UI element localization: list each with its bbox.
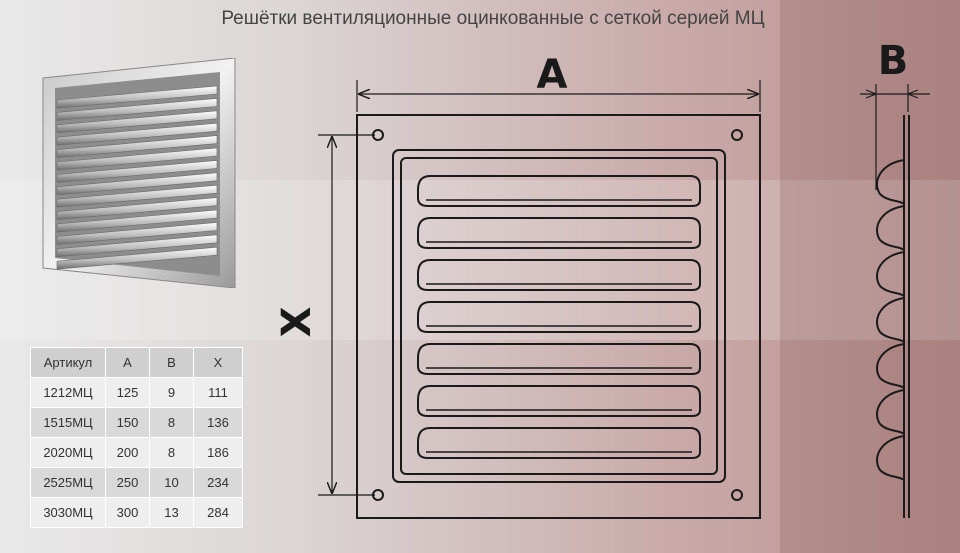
col-header-article: Артикул (30, 347, 106, 378)
table-row: 2020МЦ 200 8 186 (30, 437, 243, 468)
dimension-x-label: X (274, 306, 320, 337)
cell-x: 284 (193, 497, 243, 528)
cell-a: 300 (105, 497, 150, 528)
photo-slat (56, 160, 218, 183)
cell-a: 250 (105, 467, 150, 498)
mounting-hole (731, 489, 743, 501)
louver-slat (417, 385, 701, 417)
cell-article: 1515МЦ (30, 407, 106, 438)
photo-slat (56, 110, 218, 134)
cell-a: 200 (105, 437, 150, 468)
cell-x: 136 (193, 407, 243, 438)
side-view-profile (876, 115, 905, 518)
cell-x: 186 (193, 437, 243, 468)
cell-article: 2525МЦ (30, 467, 106, 498)
louver-slat (417, 259, 701, 291)
photo-slat (56, 184, 218, 208)
col-header-x: X (193, 347, 243, 378)
photo-slat (56, 98, 218, 121)
photo-slat (56, 135, 218, 158)
photo-slat (56, 147, 218, 171)
louver-slat (417, 175, 701, 207)
spec-table: Артикул A B X 1212МЦ 125 9 111 1515МЦ 15… (30, 347, 243, 528)
louver-slat (417, 427, 701, 459)
louver-slat (417, 343, 701, 375)
cell-x: 111 (193, 377, 243, 408)
louver-slat (417, 217, 701, 249)
photo-slat (56, 222, 218, 245)
photo-slat (56, 209, 218, 233)
cell-article: 2020МЦ (30, 437, 106, 468)
dimension-a-label: A (537, 52, 568, 98)
cell-article: 3030МЦ (30, 497, 106, 528)
photo-slat (56, 122, 218, 146)
cell-b: 8 (149, 407, 194, 438)
table-row: 1212МЦ 125 9 111 (30, 377, 243, 408)
cell-b: 9 (149, 377, 194, 408)
cell-b: 13 (149, 497, 194, 528)
product-photo (42, 58, 236, 288)
mounting-hole (731, 129, 743, 141)
grille-frame-inner (400, 157, 718, 475)
cell-x: 234 (193, 467, 243, 498)
grille-plate (356, 114, 761, 519)
photo-slat (56, 85, 218, 109)
col-header-a: A (105, 347, 150, 378)
cell-b: 8 (149, 437, 194, 468)
photo-slat (56, 234, 218, 258)
photo-slat (56, 197, 218, 220)
dimension-b-label: B (878, 38, 909, 84)
louvers (417, 175, 701, 459)
table-row: 3030МЦ 300 13 284 (30, 497, 243, 528)
louver-slat (417, 301, 701, 333)
cell-article: 1212МЦ (30, 377, 106, 408)
page-title: Решётки вентиляционные оцинкованные с се… (221, 8, 765, 29)
grille-frame-outer (392, 149, 726, 483)
photo-slat (56, 172, 218, 196)
photo-slat (56, 246, 218, 270)
